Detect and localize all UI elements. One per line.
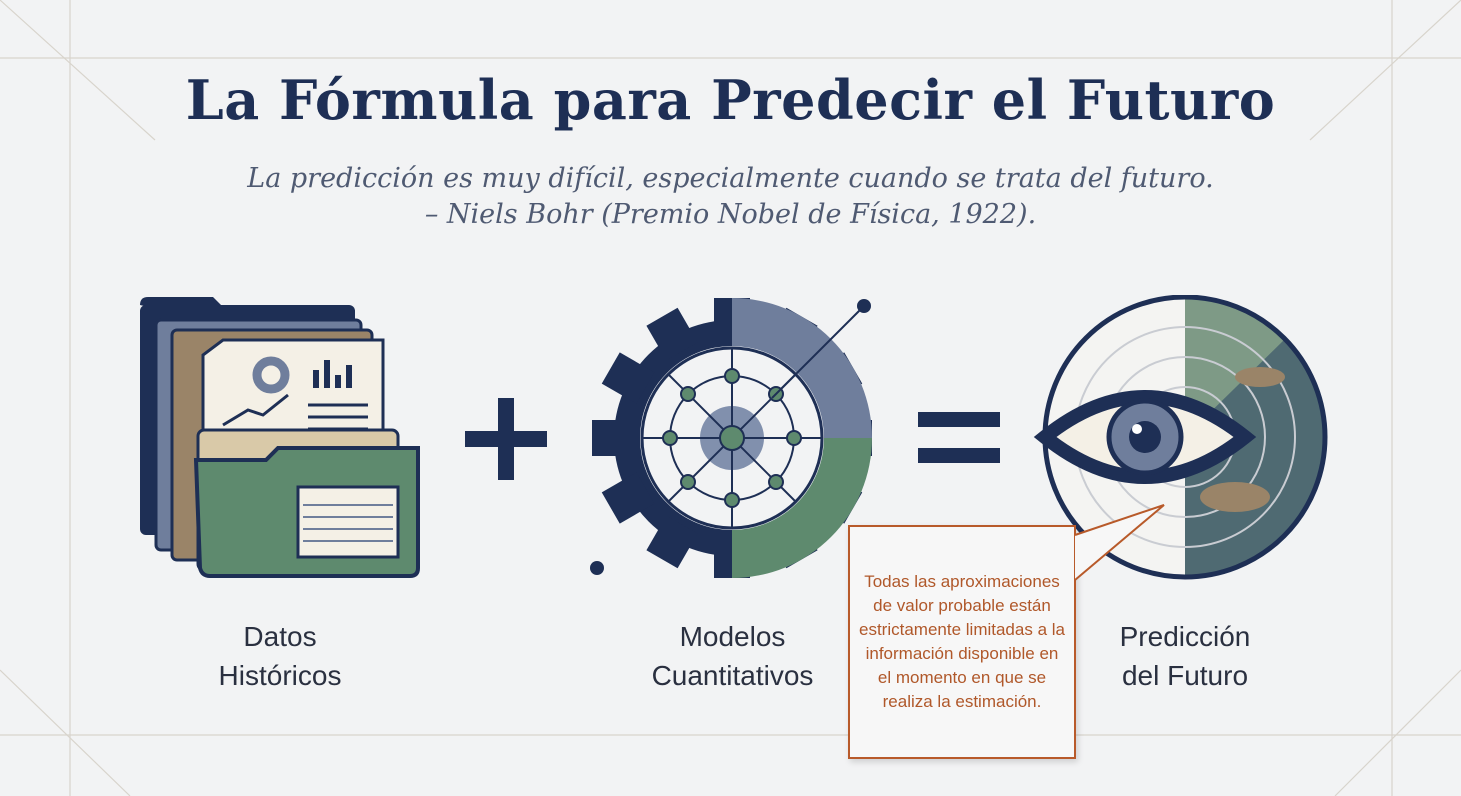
label-prediccion-futuro: Predicción del Futuro (1075, 617, 1295, 695)
label-line1: Modelos (679, 621, 786, 652)
gear-network-icon (590, 298, 872, 578)
callout-box: Todas las aproximaciones de valor probab… (848, 525, 1076, 759)
callout-text: Todas las aproximaciones de valor probab… (859, 572, 1065, 711)
label-modelos-cuantitativos: Modelos Cuantitativos (610, 617, 855, 695)
label-line1: Predicción (1119, 621, 1251, 652)
label-line1: Datos (243, 621, 317, 652)
page-title: La Fórmula para Predecir el Futuro (185, 68, 1276, 132)
label-line2: Históricos (218, 660, 342, 691)
label-line2: Cuantitativos (651, 660, 814, 691)
quote-text: La predicción es muy difícil, especialme… (247, 163, 1214, 194)
quote-attribution: – Niels Bohr (Premio Nobel de Física, 19… (424, 199, 1037, 230)
plus-icon (465, 398, 547, 480)
eye-radar-icon (1033, 295, 1328, 580)
label-line2: del Futuro (1121, 660, 1249, 691)
equals-icon (918, 412, 1000, 463)
callout-pointer (1074, 504, 1165, 581)
folders-data-icon (140, 297, 420, 578)
label-datos-historicos: Datos Históricos (170, 617, 390, 695)
